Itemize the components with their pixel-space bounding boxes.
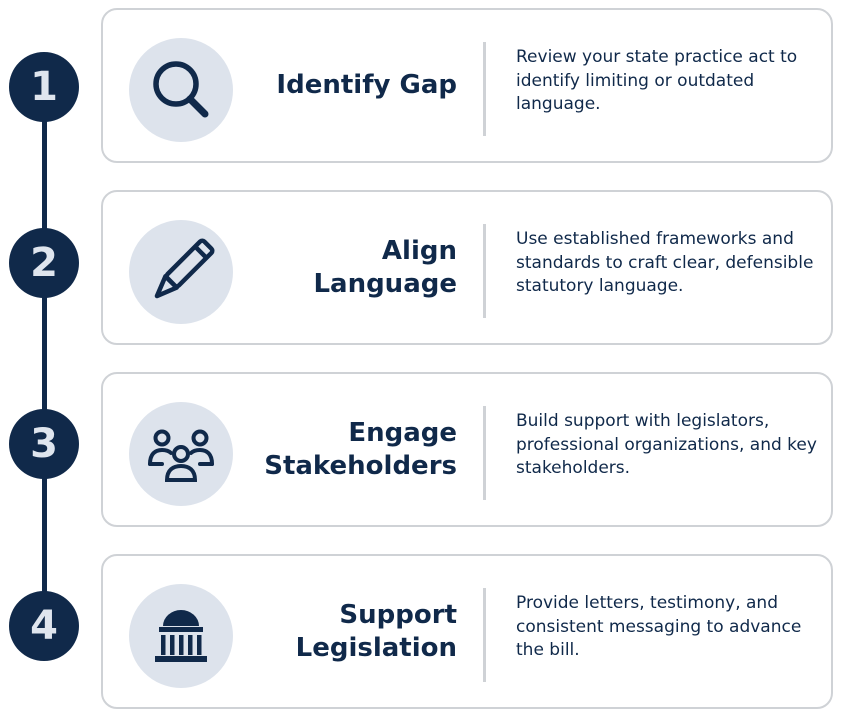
step-description: Build support with legislators, professi…	[516, 411, 817, 479]
step-number-badge-4: 4	[9, 591, 79, 661]
step-description: Use established frameworks and standards…	[516, 229, 814, 297]
step-card-identify-gap: Identify Gap Review your state practice …	[101, 8, 833, 163]
step-card-align-language: Align Language Use established framework…	[101, 190, 833, 345]
step-title: Support Legislation	[295, 599, 457, 663]
people-group-icon	[129, 402, 233, 506]
step-number-badge-1: 1	[9, 52, 79, 122]
step-card-engage-stakeholders: Engage Stakeholders Build support with l…	[101, 372, 833, 527]
timeline-connector	[42, 87, 47, 627]
card-divider	[483, 406, 486, 500]
step-card-support-legislation: Support Legislation Provide letters, tes…	[101, 554, 833, 709]
step-title: Align Language	[313, 235, 457, 299]
card-divider	[483, 588, 486, 682]
magnifier-icon	[129, 38, 233, 142]
card-divider	[483, 224, 486, 318]
pencil-icon	[129, 220, 233, 324]
step-number-badge-3: 3	[9, 409, 79, 479]
step-title: Identify Gap	[276, 70, 457, 100]
card-divider	[483, 42, 486, 136]
step-description: Provide letters, testimony, and consiste…	[516, 593, 802, 661]
step-number-badge-2: 2	[9, 228, 79, 298]
step-description: Review your state practice act to identi…	[516, 47, 798, 115]
step-title: Engage Stakeholders	[264, 417, 457, 481]
capitol-building-icon	[129, 584, 233, 688]
